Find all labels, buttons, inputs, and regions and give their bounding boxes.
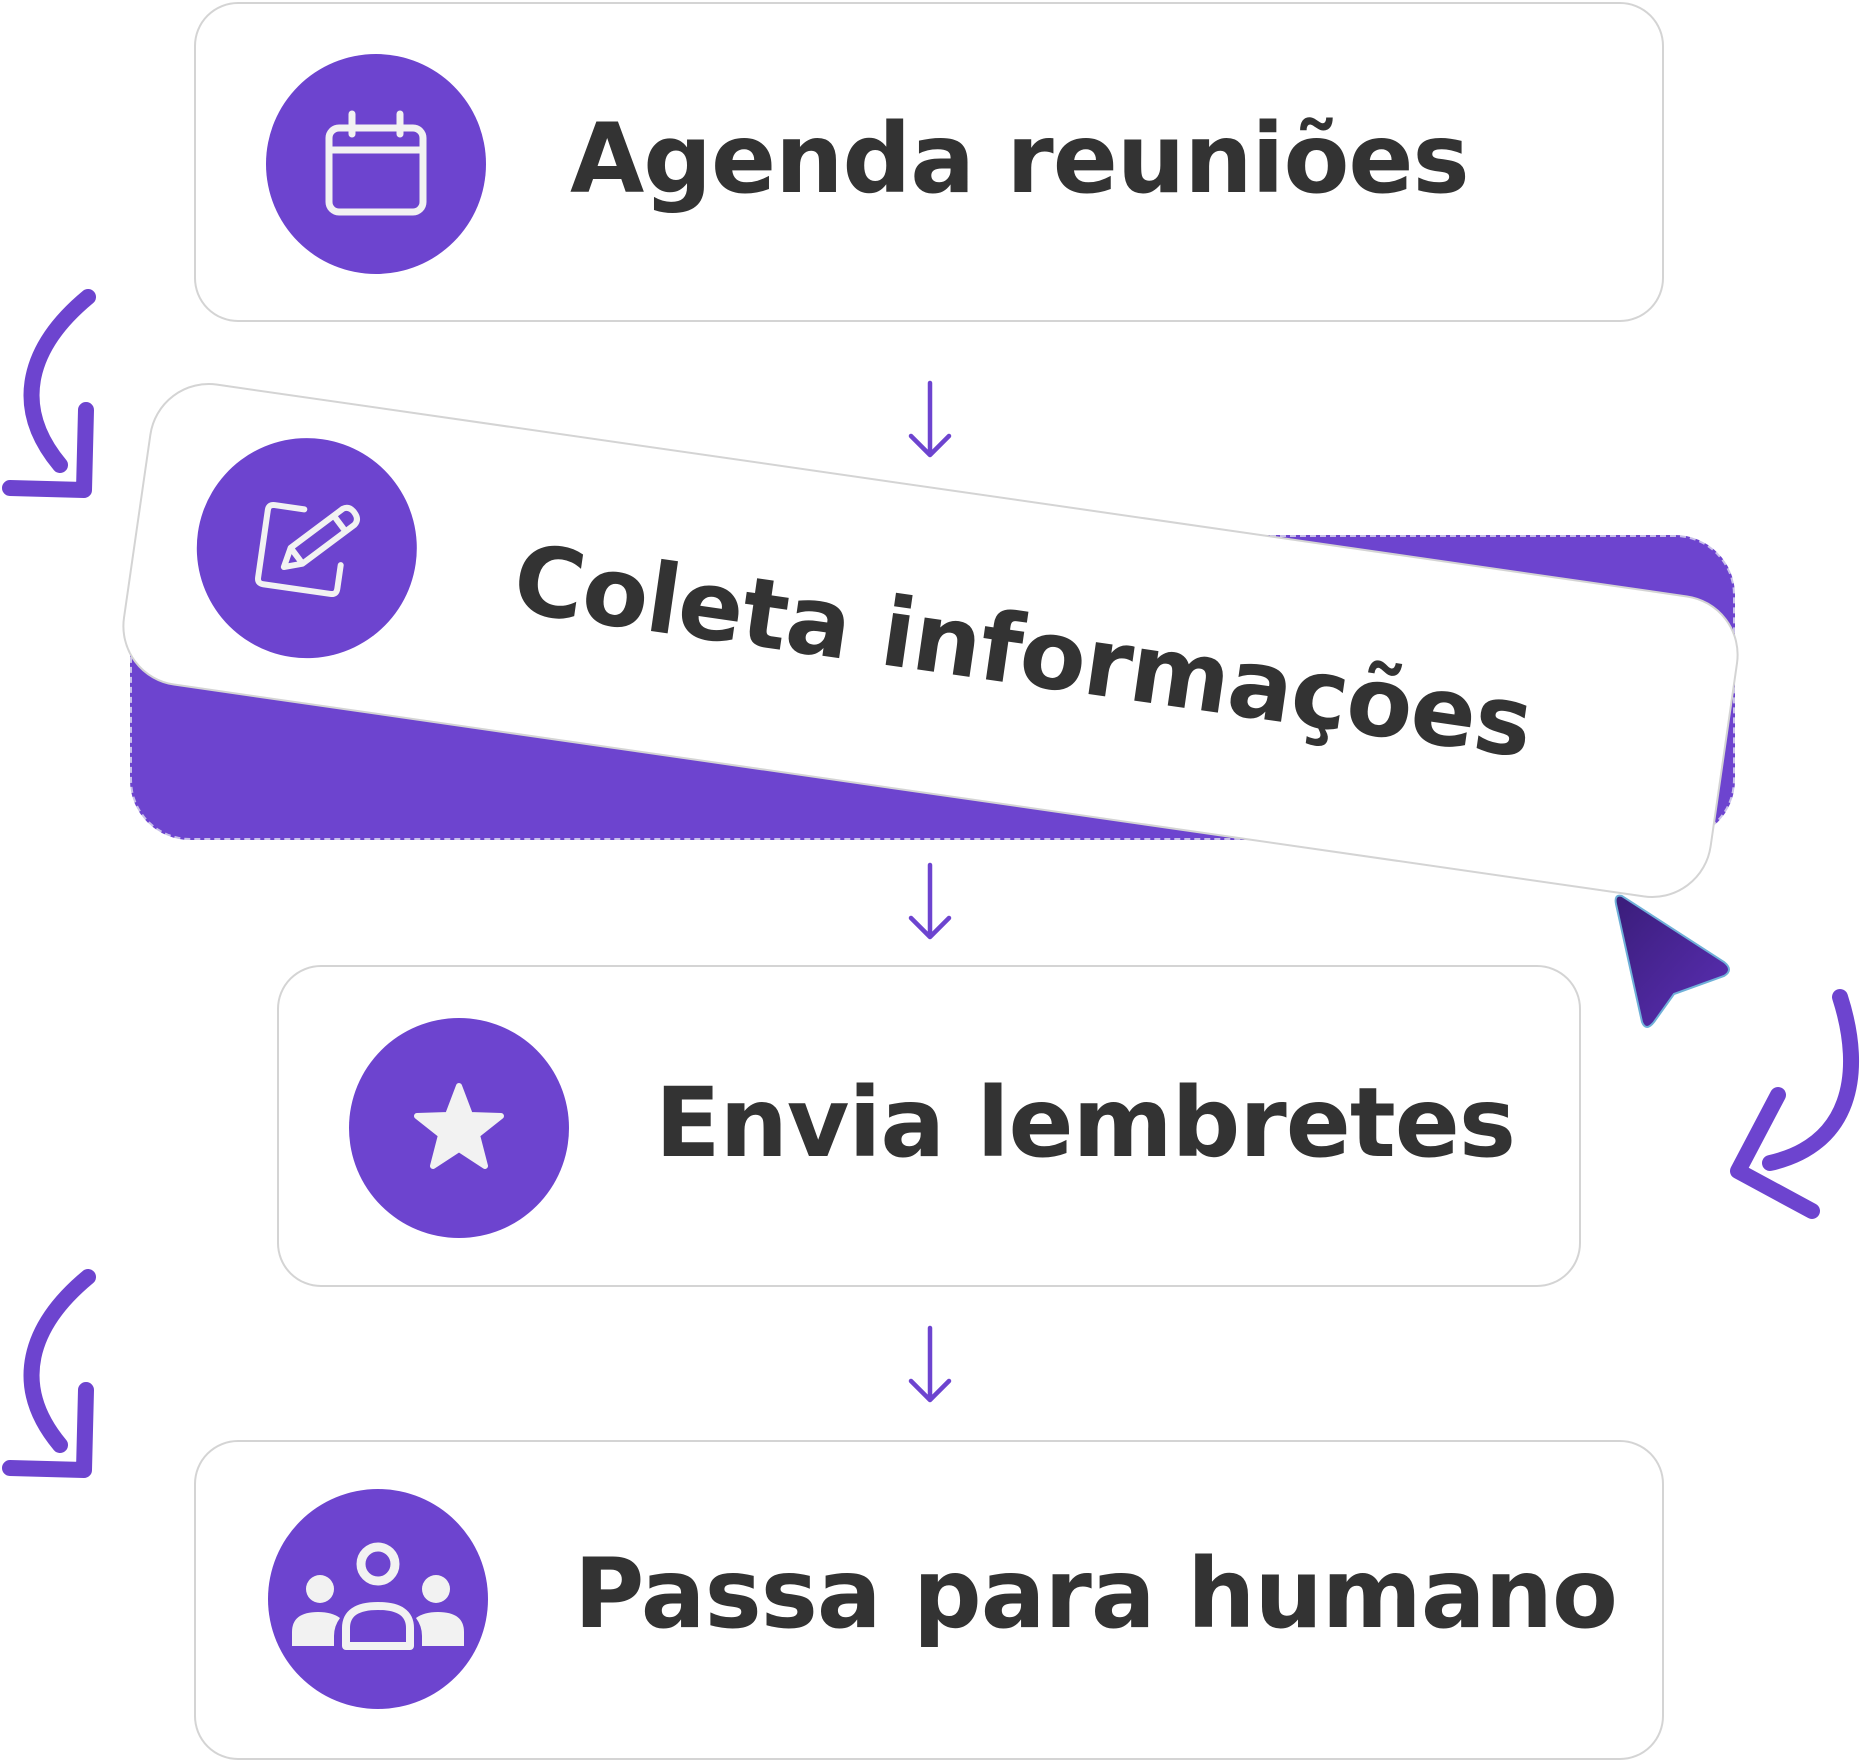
edit-note-icon <box>255 501 360 598</box>
curved-arrow-right <box>1730 989 1859 1219</box>
curved-arrow-left-bottom <box>2 1269 96 1478</box>
curved-arrow-left-top <box>2 289 96 498</box>
star-icon <box>414 1083 504 1169</box>
step-card-envia-lembretes: Envia lembretes <box>277 965 1581 1287</box>
calendar-icon <box>325 110 427 216</box>
step-icon-badge <box>349 1018 569 1238</box>
people-group-icon <box>292 1542 464 1650</box>
step-label: Passa para humano <box>574 1538 1618 1650</box>
step-connector-arrow-3 <box>908 1325 952 1403</box>
cursor-pointer-icon <box>1614 894 1730 1028</box>
step-label: Envia lembretes <box>655 1067 1516 1179</box>
step-label: Agenda reuniões <box>570 103 1470 215</box>
step-connector-arrow-1 <box>908 380 952 458</box>
step-label: Coleta informações <box>506 522 1539 780</box>
step-icon-badge <box>182 423 432 673</box>
step-icon-badge <box>268 1489 488 1709</box>
step-icon-badge <box>266 54 486 274</box>
step-card-passa-para-humano: Passa para humano <box>194 1440 1664 1760</box>
step-connector-arrow-2 <box>908 862 952 940</box>
step-card-agenda-reunioes: Agenda reuniões <box>194 2 1664 322</box>
step-card-coleta-informacoes: Coleta informações <box>114 375 1747 906</box>
